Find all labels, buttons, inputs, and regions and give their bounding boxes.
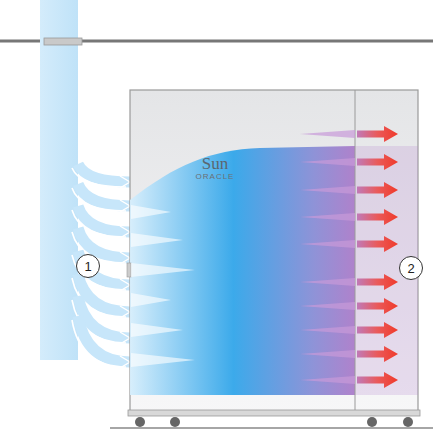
- exhaust-arrow: [357, 274, 398, 290]
- exhaust-arrow: [357, 182, 398, 198]
- server-rack: [130, 90, 418, 415]
- callout-label: 1: [84, 260, 91, 273]
- air-arrowhead: [120, 279, 130, 291]
- air-arrowhead: [120, 332, 130, 344]
- airflow-cones: [131, 205, 195, 367]
- exhaust-arrow: [357, 322, 398, 338]
- air-arrowhead: [120, 252, 130, 264]
- logo-oracle: ORACLE: [196, 173, 235, 181]
- exhaust-cone: [300, 376, 355, 384]
- caster: [170, 417, 180, 427]
- caster: [135, 417, 145, 427]
- air-arrowhead: [120, 226, 130, 238]
- air-arrowhead: [120, 306, 130, 318]
- airflow-cone: [131, 205, 171, 219]
- supply-duct: [40, 0, 78, 360]
- air-arrowhead: [120, 176, 130, 188]
- exhaust-cone: [300, 302, 355, 310]
- caster: [367, 417, 377, 427]
- rack-door-seam: [355, 90, 356, 415]
- callout-number: 2: [399, 256, 423, 280]
- air-curve: [78, 164, 130, 182]
- air-curve: [78, 316, 130, 362]
- exhaust-cone: [300, 240, 355, 248]
- exhaust-cone: [300, 186, 355, 194]
- exhaust-arrow: [357, 298, 398, 314]
- exhaust-cone: [300, 278, 355, 286]
- rack-base: [128, 410, 420, 416]
- rack-front: SunORACLE: [130, 90, 355, 410]
- exhaust-cone: [300, 158, 355, 166]
- exhaust-cone: [300, 213, 355, 221]
- exhaust-cone: [300, 350, 355, 358]
- exhaust-cone: [300, 326, 355, 334]
- exhaust-arrow: [357, 126, 398, 142]
- logo: SunORACLE: [196, 155, 235, 181]
- exhaust-arrow: [357, 209, 398, 225]
- callout-label: 2: [407, 262, 414, 275]
- exhaust-zone: [355, 146, 418, 395]
- callout-number: 1: [76, 254, 100, 278]
- hot-air-outflow: [300, 126, 398, 388]
- airflow-through-rack: [130, 146, 355, 395]
- airflow-cone: [131, 353, 195, 367]
- caster: [403, 417, 413, 427]
- air-arrowhead: [120, 200, 130, 212]
- airflow-cone: [131, 323, 183, 337]
- exhaust-cone: [300, 130, 355, 138]
- exhaust-arrow: [357, 236, 398, 252]
- cool-air-inflow: [72, 164, 130, 368]
- airflow-cone: [131, 263, 195, 277]
- ceiling-grille: [44, 38, 82, 45]
- exhaust-arrow: [357, 154, 398, 170]
- air-curve-edge: [72, 320, 126, 367]
- exhaust-arrow: [357, 346, 398, 362]
- airflow-cone: [131, 293, 171, 307]
- air-arrowhead: [120, 356, 130, 368]
- rack-handle: [127, 263, 131, 277]
- floor: [110, 427, 433, 429]
- exhaust-arrow: [357, 372, 398, 388]
- logo-sun: Sun: [202, 155, 228, 173]
- airflow-cone: [131, 233, 183, 247]
